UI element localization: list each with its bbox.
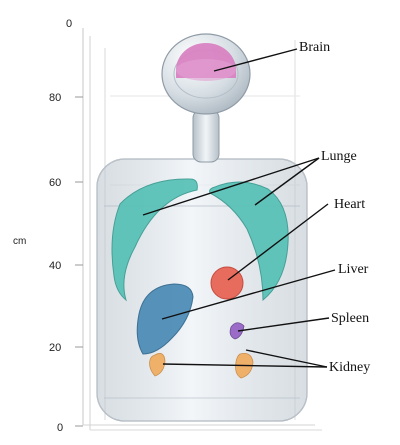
tick-label-60: 60 — [49, 177, 61, 189]
label-brain: Brain — [299, 40, 330, 55]
label-kidney: Kidney — [329, 360, 370, 375]
tick-label-0: 0 — [57, 422, 63, 434]
axis-unit-label: cm — [13, 236, 26, 247]
tick-label-top-0: 0 — [66, 18, 72, 30]
axis-ticks — [75, 97, 83, 426]
label-heart: Heart — [334, 197, 365, 212]
label-spleen: Spleen — [331, 311, 369, 326]
phantom-neck — [193, 110, 219, 162]
label-liver: Liver — [338, 262, 369, 277]
tick-label-20: 20 — [49, 342, 61, 354]
tick-label-40: 40 — [49, 260, 61, 272]
label-lunge: Lunge — [321, 149, 357, 164]
tick-label-80: 80 — [49, 92, 61, 104]
